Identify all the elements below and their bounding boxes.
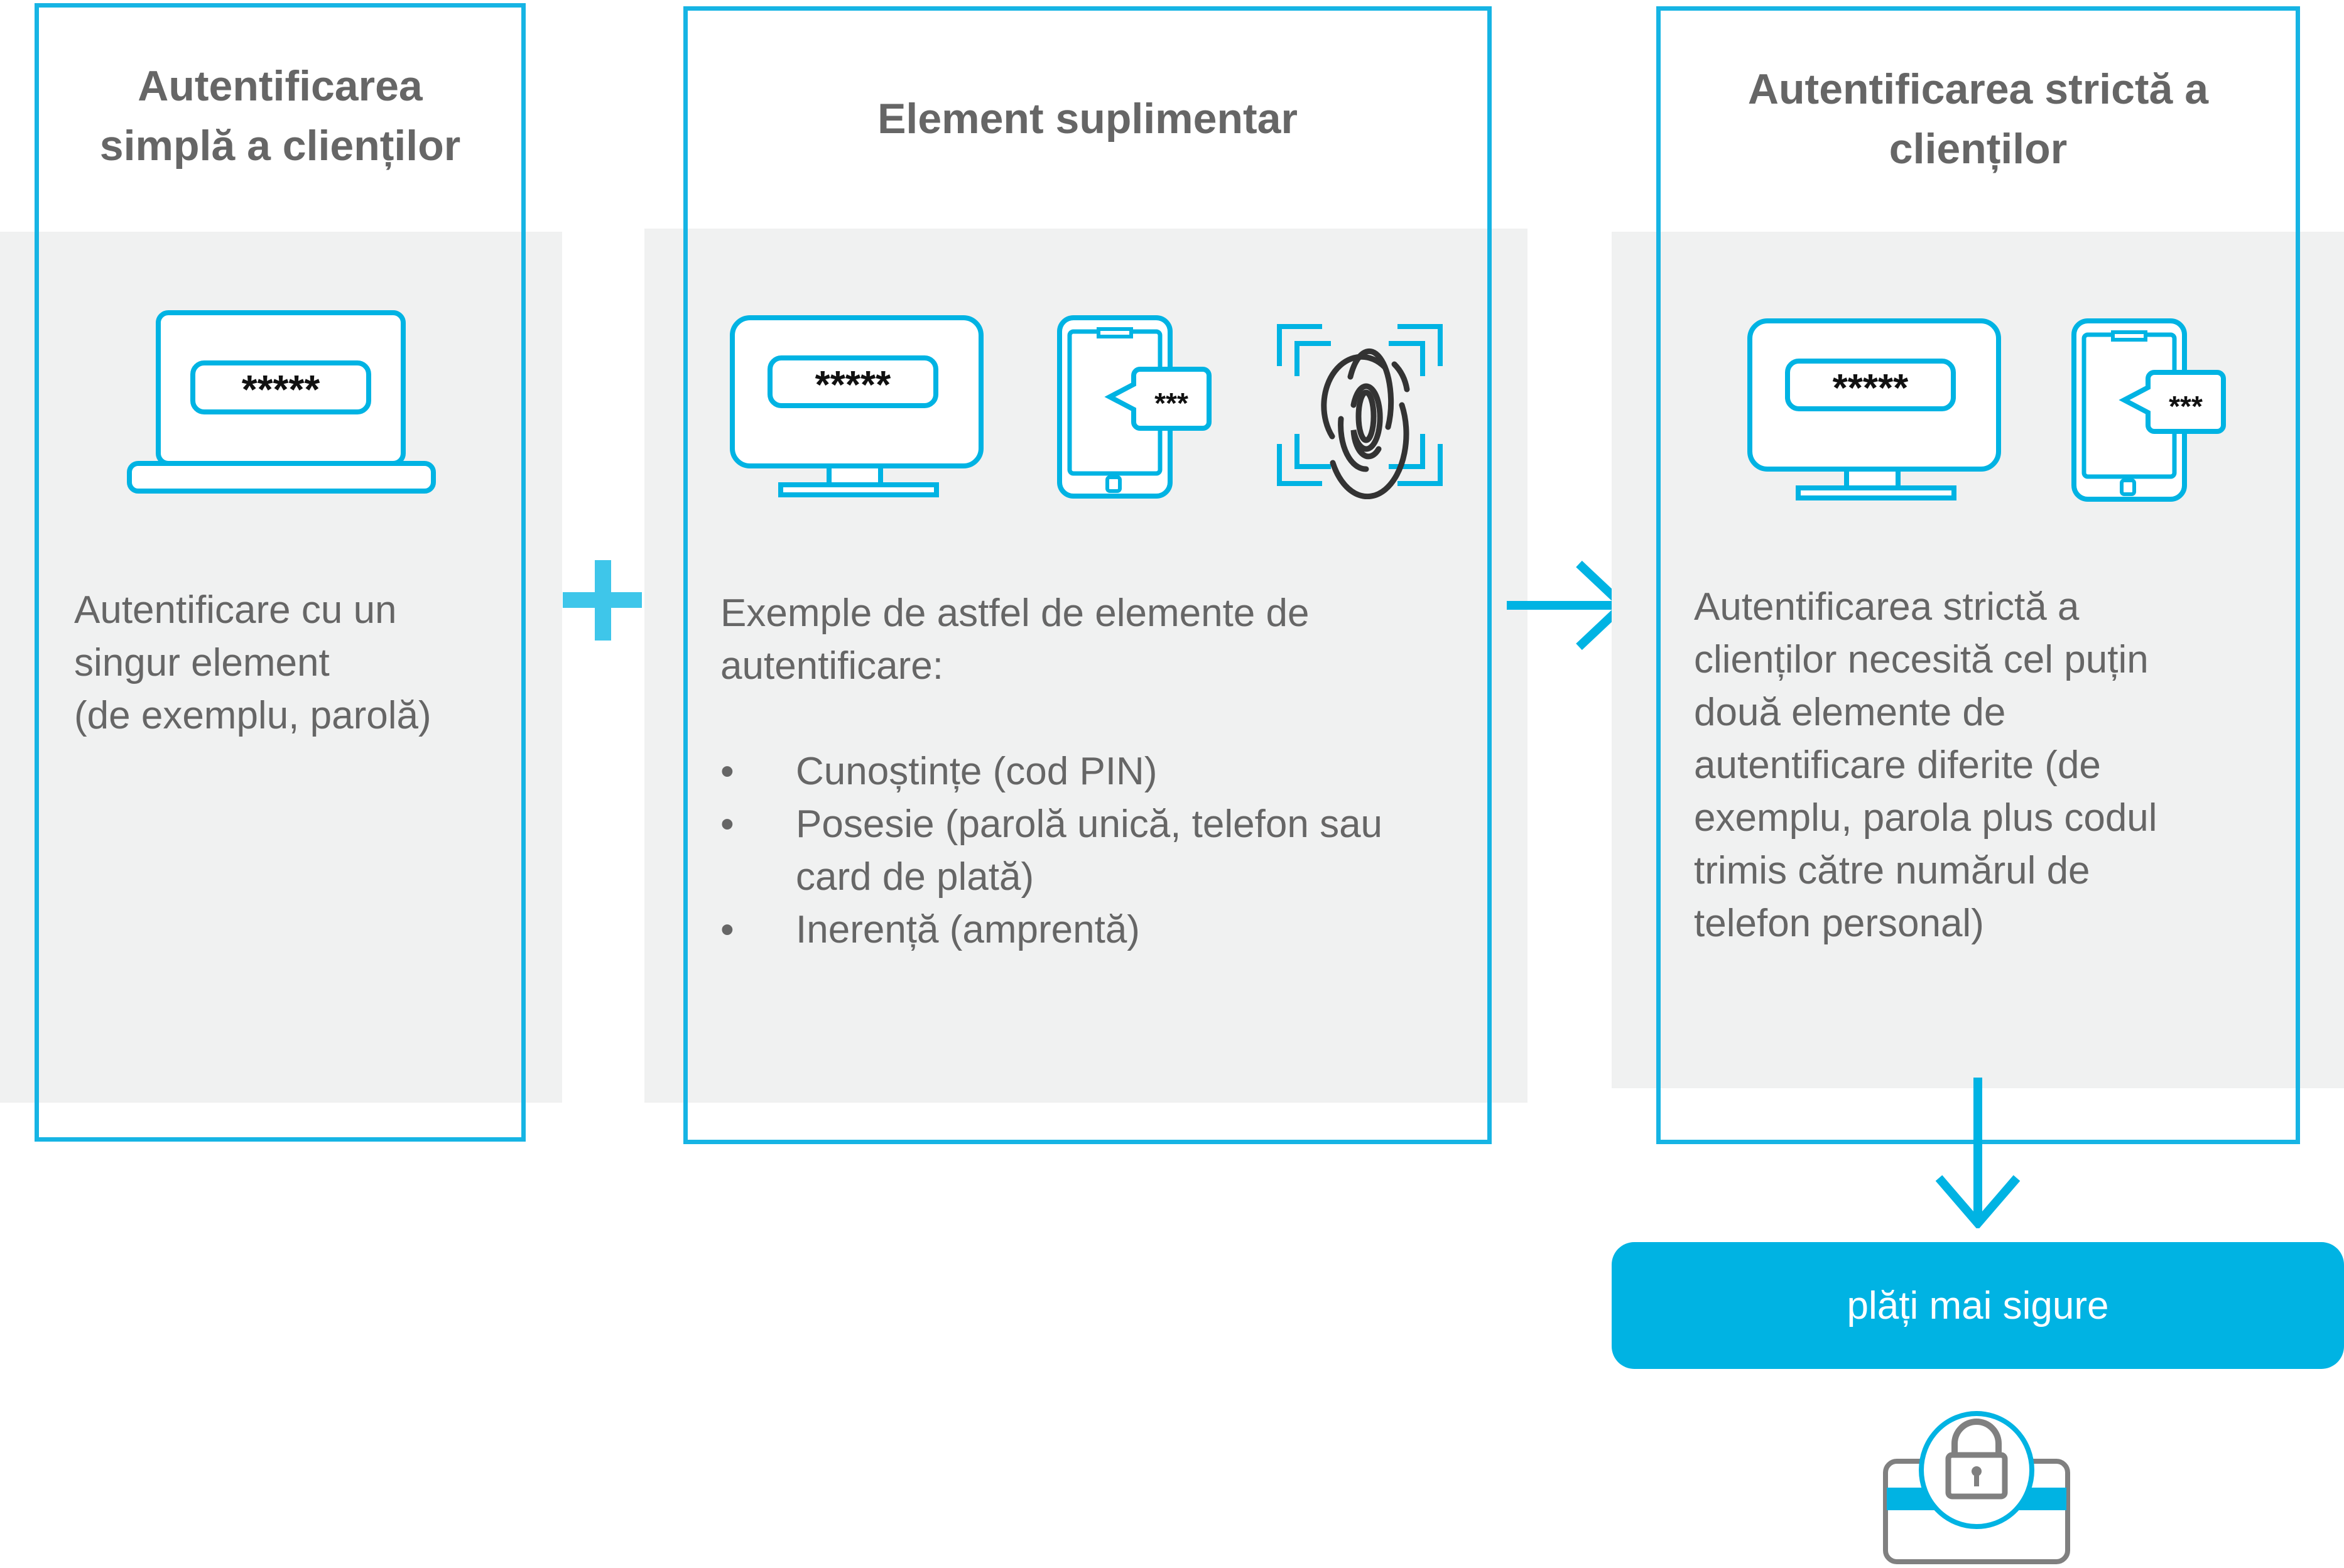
sms-code-mask: *** — [2169, 390, 2203, 423]
column-1-title-line-1: Autentificarea — [138, 62, 423, 110]
column-3-description-line: două elemente de — [1694, 691, 2006, 734]
list-item-text: Posesie (parolă unică, telefon sau — [796, 803, 1383, 846]
sms-code-mask: *** — [1154, 387, 1188, 419]
monitor-password-icon: ***** — [730, 315, 984, 497]
bullet: • — [720, 803, 734, 846]
arrow-down-icon — [1935, 1078, 2021, 1228]
phone-sms-code-icon: *** — [1057, 315, 1212, 499]
column-3-description-line: Autentificarea strictă a — [1694, 585, 2080, 629]
column-1-title-line-2: simplă a clienților — [99, 122, 461, 170]
column-2-frame: Element suplimentar — [683, 6, 1492, 1144]
password-mask: ***** — [815, 364, 892, 407]
list-item-knowledge: • Cunoștințe (cod PIN) — [720, 745, 1474, 798]
auth-element-list: • Cunoștințe (cod PIN) • Posesie (parolă… — [720, 745, 1474, 956]
column-1-description: Autentificare cu un singur element (de e… — [74, 584, 514, 742]
column-1-title: Autentificarea simplă a clienților — [39, 57, 521, 176]
safer-payments-banner: plăți mai sigure — [1612, 1242, 2344, 1369]
column-3-description-line: trimis către numărul de — [1694, 849, 2090, 892]
column-3-frame: Autentificarea strictă a clienților — [1656, 6, 2300, 1144]
column-2-intro-line: autentificare: — [720, 644, 943, 688]
list-item-text: Inerență (amprentă) — [796, 908, 1140, 951]
fingerprint-scan-icon — [1277, 324, 1443, 499]
column-3-description-line: clienților necesită cel puțin — [1694, 638, 2149, 681]
bullet: • — [720, 908, 734, 951]
column-1-description-line: Autentificare cu un — [74, 588, 397, 632]
monitor-password-icon: ***** — [1747, 318, 2001, 500]
secure-card-lock-icon — [1883, 1411, 2070, 1564]
password-mask: ***** — [1833, 367, 1909, 410]
column-2-description: Exemple de astfel de elemente de autenti… — [720, 587, 1474, 956]
password-mask: ***** — [242, 367, 320, 412]
column-2-intro-line: Exemple de astfel de elemente de — [720, 592, 1310, 635]
list-item-inherence: • Inerență (amprentă) — [720, 904, 1474, 956]
column-3-title: Autentificarea strictă a clienților — [1661, 60, 2296, 179]
column-1-description-line: (de exemplu, parolă) — [74, 694, 431, 737]
column-2-title: Element suplimentar — [877, 95, 1298, 143]
list-item-text: Cunoștințe (cod PIN) — [796, 750, 1158, 793]
column-3-description-line: exemplu, parola plus codul — [1694, 796, 2157, 840]
list-item-possession: • Posesie (parolă unică, telefon sau car… — [720, 798, 1474, 904]
plus-icon — [563, 560, 642, 641]
column-3-description-line: telefon personal) — [1694, 902, 1984, 945]
bullet: • — [720, 750, 734, 793]
laptop-password-icon: ***** — [127, 310, 436, 494]
list-item-text: card de plată) — [796, 855, 1034, 899]
column-1-description-line: singur element — [74, 641, 330, 684]
safer-payments-label: plăți mai sigure — [1847, 1284, 2109, 1327]
column-3-title-line-1: Autentificarea strictă a — [1747, 65, 2209, 113]
column-3-title-line-2: clienților — [1889, 125, 2068, 173]
column-1-frame: Autentificarea simplă a clienților — [35, 3, 526, 1142]
column-3-description-line: autentificare diferite (de — [1694, 743, 2101, 787]
column-3-description: Autentificarea strictă a clienților nece… — [1694, 581, 2272, 950]
phone-sms-code-icon: *** — [2071, 318, 2226, 502]
